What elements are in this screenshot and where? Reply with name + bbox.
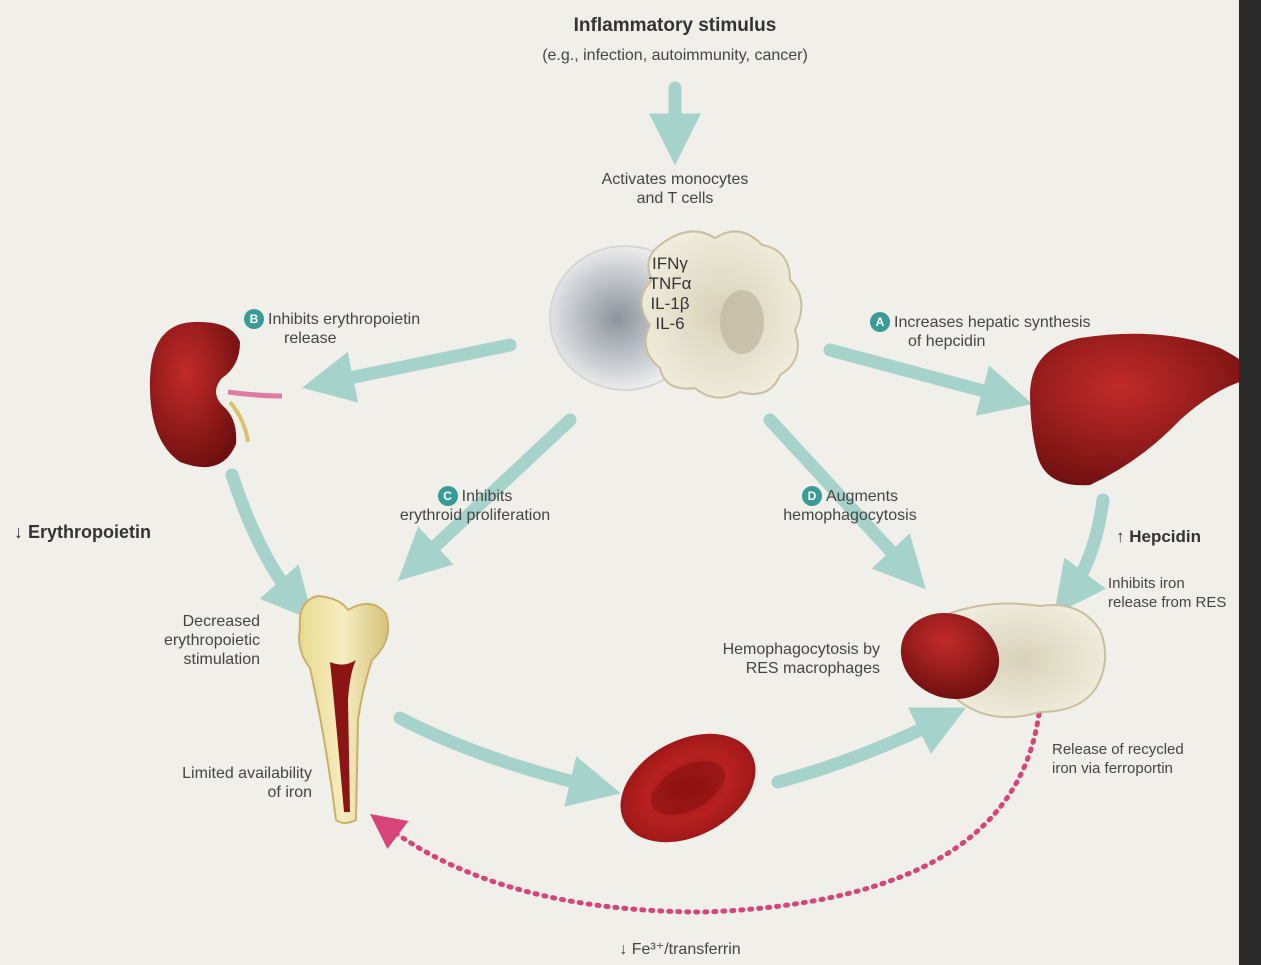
release-label: Release of recycled iron via ferroportin [1052,740,1184,778]
arrow-kidney-to-bone [232,475,298,603]
hemophagocytosis-label: Hemophagocytosis by RES macrophages [640,640,880,678]
fe-transferrin-label: ↓ Fe³⁺/transferrin [560,940,800,959]
diagram-subtitle: (e.g., infection, autoimmunity, cancer) [445,46,905,65]
step-d-label: DAugments hemophagocytosis [745,486,955,525]
arrow-rbc-to-macrophage [778,718,945,782]
step-b-label: BInhibits erythropoietin release [244,309,420,348]
diagram-title: Inflammatory stimulus [475,16,875,35]
page-edge [1239,0,1261,965]
arrow-b-to-kidney [325,345,510,383]
hepcidin-label: ↑ Hepcidin [1116,527,1201,546]
step-c-label: CInhibits erythroid proliferation [355,486,595,525]
activates-label: Activates monocytes and T cells [540,170,810,208]
arrow-a-to-liver [830,350,1010,398]
step-b-badge: B [244,309,264,329]
cytokine-ifn: IFNγ [634,254,706,274]
cytokine-list: IFNγ TNFα IL-1β IL-6 [634,254,706,334]
arrow-liver-to-macrophage [1068,500,1103,596]
erythropoietin-label: ↓ Erythropoietin [14,523,151,542]
arrow-bone-to-rbc [400,718,598,788]
monocyte-nucleus [720,290,764,354]
step-a-badge: A [870,312,890,332]
limited-iron-label: Limited availability of iron [110,764,312,802]
cytokine-il1: IL-1β [634,294,706,314]
cytokine-il6: IL-6 [634,314,706,334]
cytokine-tnf: TNFα [634,274,706,294]
ureter [228,392,282,396]
decreased-stimulation-label: Decreased erythropoietic stimulation [100,612,260,669]
step-c-badge: C [438,486,458,506]
kidney [150,322,240,467]
step-a-label: AIncreases hepatic synthesis of hepcidin [870,312,1091,351]
liver [1030,334,1255,486]
step-d-badge: D [802,486,822,506]
inhibits-iron-label: Inhibits iron release from RES [1108,574,1226,612]
